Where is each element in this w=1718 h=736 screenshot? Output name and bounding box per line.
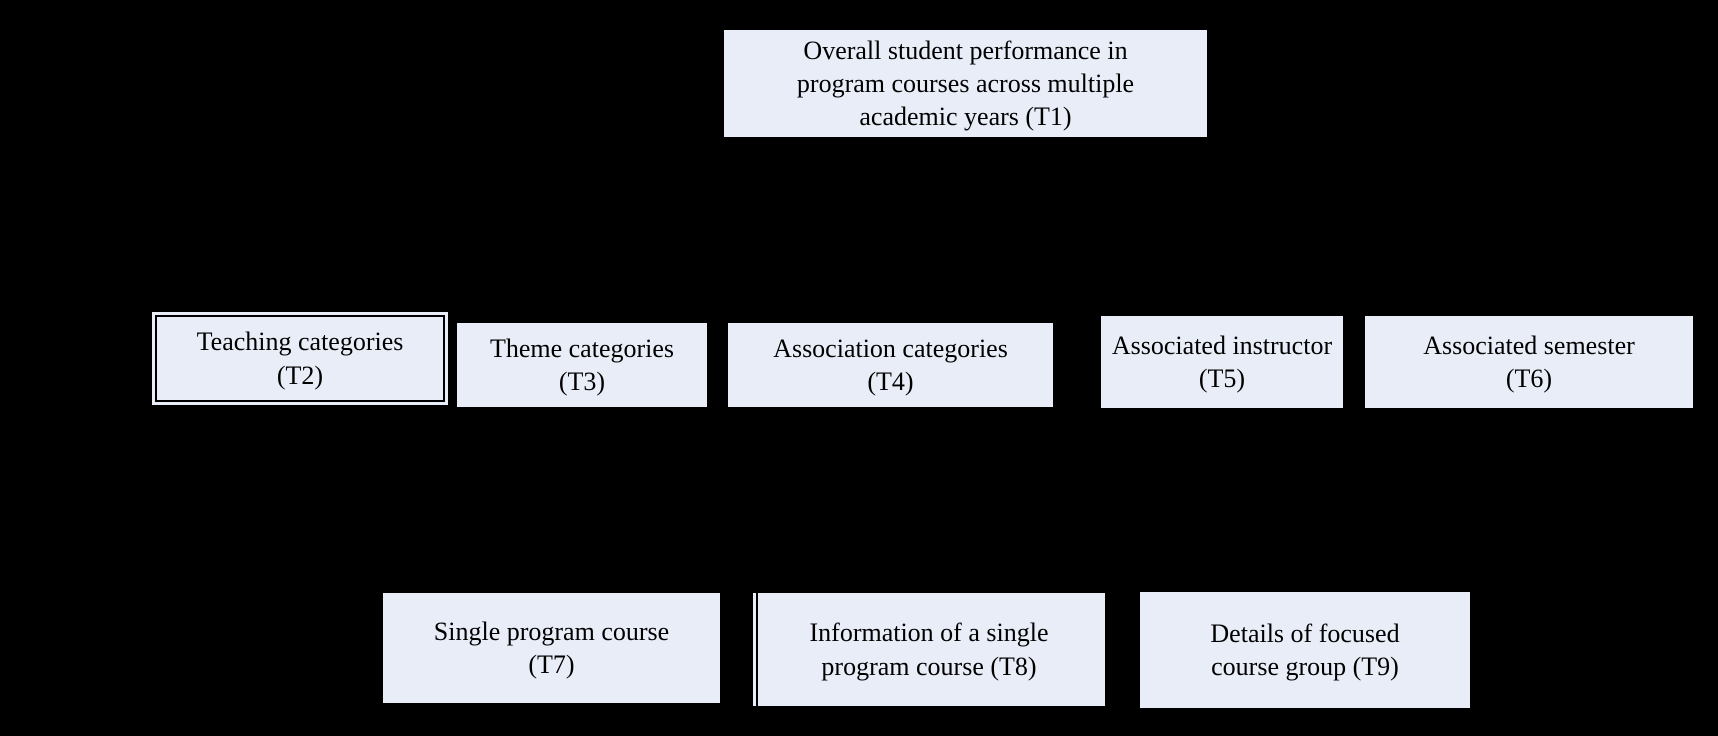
- node-t6-associated-semester: Associated semester (T6): [1365, 316, 1693, 408]
- node-t3-theme-categories: Theme categories (T3): [457, 323, 707, 407]
- node-t4-association-categories: Association categories (T4): [728, 323, 1053, 407]
- node-t8-course-information: Information of a single program course (…: [753, 593, 1105, 706]
- node-t2-teaching-categories: Teaching categories (T2): [152, 312, 448, 405]
- t8-left-edge-line: [756, 593, 758, 706]
- node-t9-focused-course-group: Details of focused course group (T9): [1140, 592, 1470, 708]
- node-t5-associated-instructor: Associated instructor (T5): [1101, 316, 1343, 408]
- node-t7-single-program-course: Single program course (T7): [383, 593, 720, 703]
- node-t1-overall-performance: Overall student performance in program c…: [724, 30, 1207, 137]
